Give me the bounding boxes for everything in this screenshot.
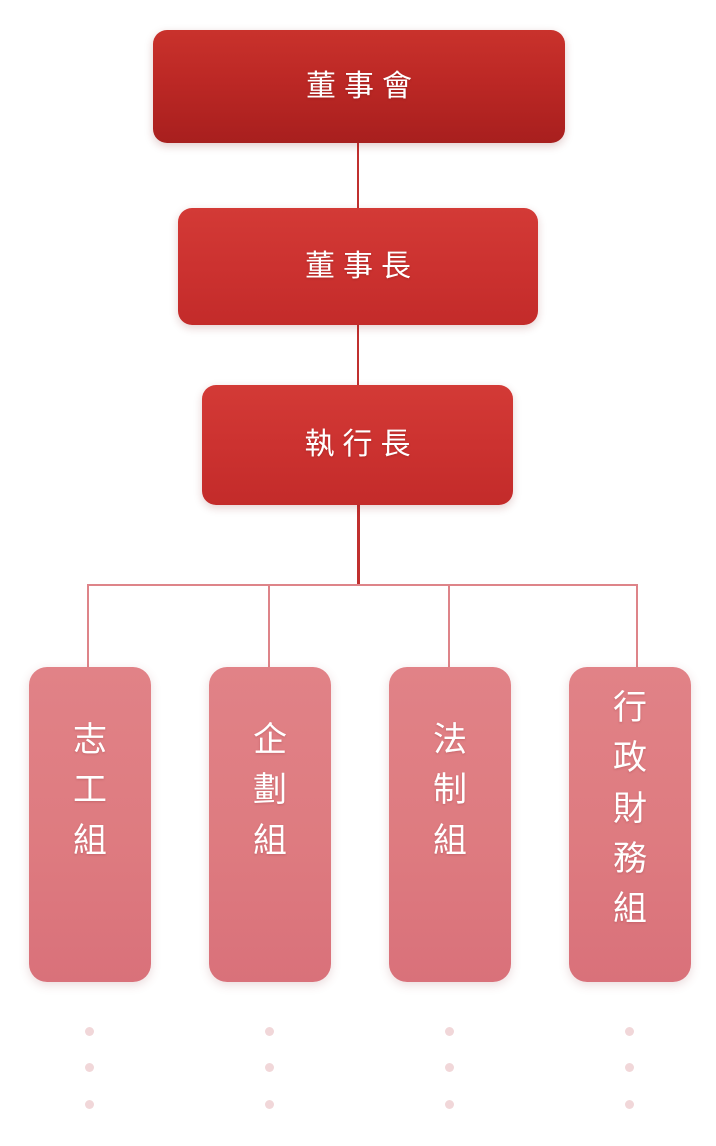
ellipsis-dot (625, 1063, 634, 1072)
node-planning[interactable]: 企 劃 組 (209, 667, 331, 982)
node-admin-finance-label-stack: 行 政 財 務 組 (569, 683, 691, 935)
ellipsis-dot (445, 1027, 454, 1036)
node-volunteer-char-1: 志 (73, 721, 107, 759)
node-admin-finance-char-5: 組 (613, 890, 647, 929)
ellipsis-dot (265, 1063, 274, 1072)
node-admin-finance-char-3: 財 (613, 789, 647, 828)
ellipsis-dot (625, 1100, 634, 1109)
node-chairman[interactable]: 董事長 (178, 208, 538, 325)
node-volunteer[interactable]: 志 工 組 (29, 667, 151, 982)
ellipsis-dot (85, 1063, 94, 1072)
node-ceo-label: 執行長 (304, 428, 419, 461)
node-admin-finance[interactable]: 行 政 財 務 組 (569, 667, 691, 982)
connector-chairman-to-ceo (357, 325, 359, 386)
node-volunteer-label-stack: 志 工 組 (29, 715, 151, 866)
node-planning-char-3: 組 (253, 821, 287, 860)
node-legal-char-3: 組 (433, 821, 467, 860)
ellipsis-dot (265, 1100, 274, 1109)
ellipsis-dots-legal (445, 1027, 455, 1117)
node-volunteer-char-3: 組 (73, 821, 107, 860)
node-planning-char-2: 劃 (253, 771, 287, 810)
ellipsis-dot (625, 1027, 634, 1036)
connector-ceo-to-bus (357, 505, 360, 586)
node-volunteer-char-2: 工 (73, 771, 107, 810)
node-planning-label-stack: 企 劃 組 (209, 715, 331, 866)
node-ceo[interactable]: 執行長 (202, 385, 513, 505)
node-admin-finance-char-4: 務 (613, 839, 647, 878)
ellipsis-dot (445, 1063, 454, 1072)
node-admin-finance-char-1: 行 (613, 689, 647, 727)
node-legal-label-stack: 法 制 組 (389, 715, 511, 866)
ellipsis-dots-admin-finance (625, 1027, 635, 1117)
ellipsis-dot (265, 1027, 274, 1036)
node-legal[interactable]: 法 制 組 (389, 667, 511, 982)
node-admin-finance-char-2: 政 (613, 739, 647, 778)
ellipsis-dot (85, 1027, 94, 1036)
node-board[interactable]: 董事會 (153, 30, 565, 143)
node-chairman-label: 董事長 (305, 249, 419, 283)
connector-drop-planning (268, 584, 270, 668)
node-board-label: 董事會 (306, 69, 420, 103)
ellipsis-dot (445, 1100, 454, 1109)
connector-board-to-chairman (357, 143, 359, 209)
connector-drop-legal (448, 584, 450, 668)
connector-drop-volunteer (87, 584, 89, 668)
node-legal-char-2: 制 (433, 771, 467, 810)
connector-horizontal-bus (87, 584, 638, 586)
ellipsis-dots-planning (265, 1027, 275, 1117)
connector-drop-admin-finance (636, 584, 638, 668)
node-legal-char-1: 法 (433, 721, 467, 759)
ellipsis-dot (85, 1100, 94, 1109)
node-planning-char-1: 企 (253, 721, 287, 759)
ellipsis-dots-volunteer (85, 1027, 95, 1117)
